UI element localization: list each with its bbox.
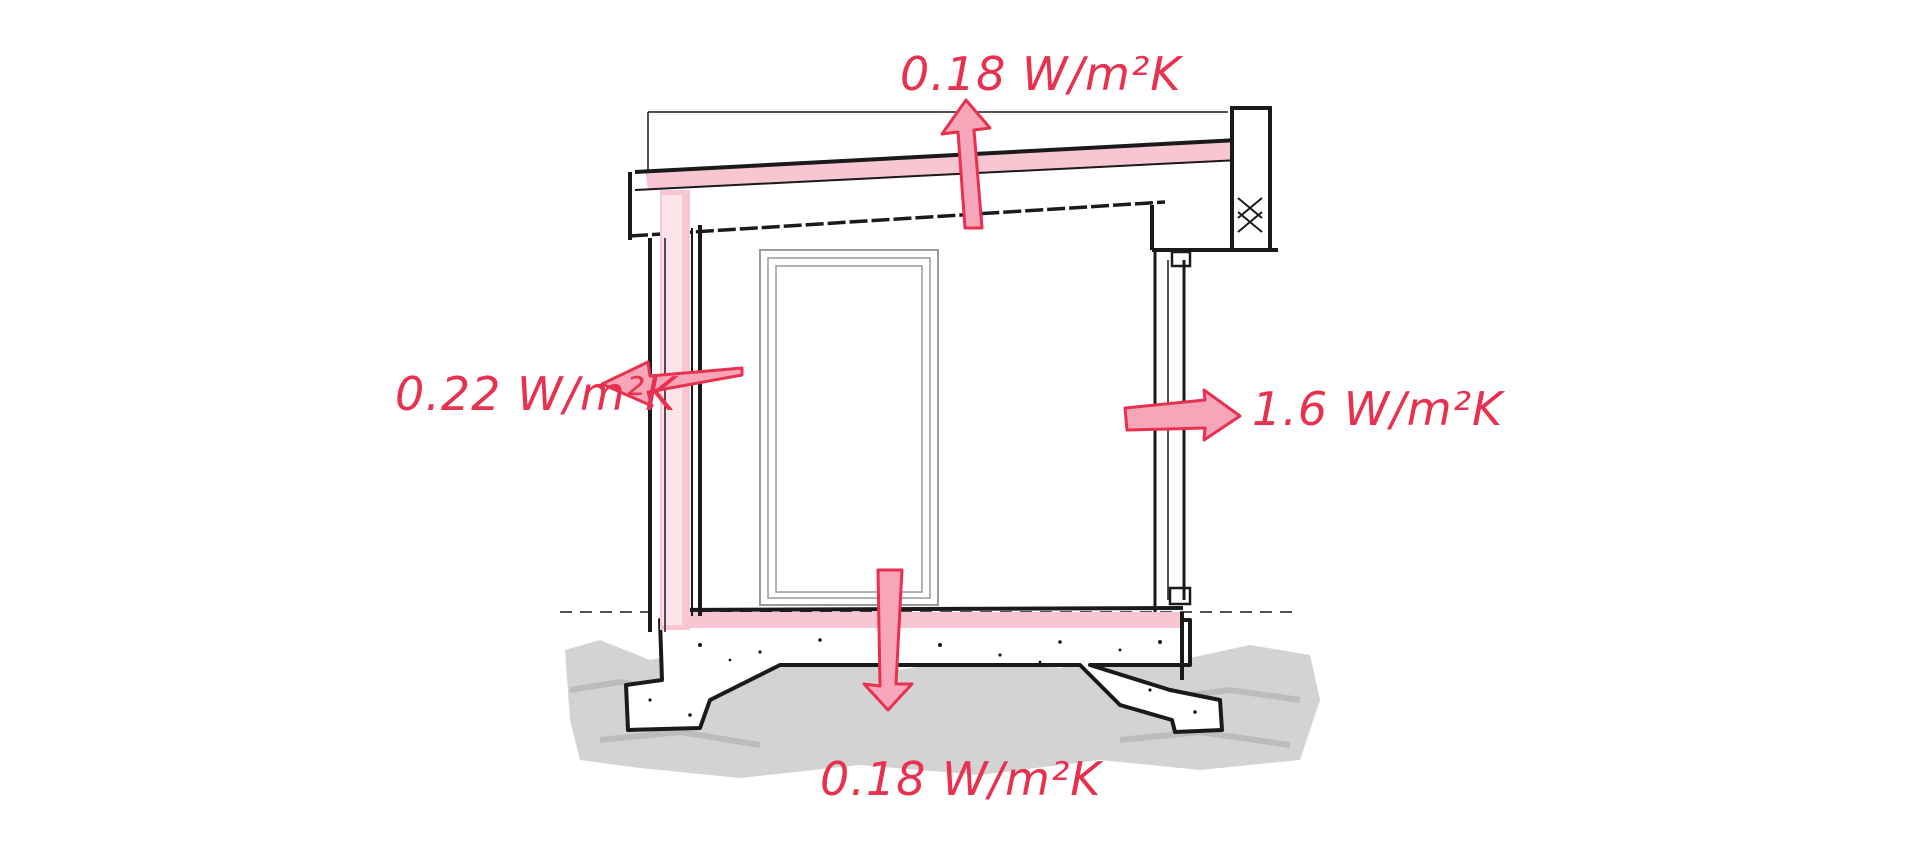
heat-loss-arrows [600, 98, 1242, 712]
floor-u-value-label: 0.18 W/m²K [820, 752, 1104, 806]
wall-arrow [600, 360, 744, 408]
roof-membrane-line [634, 159, 1241, 191]
interior-door [759, 249, 939, 606]
floor-finish-line [667, 606, 1184, 612]
door-leaf [775, 265, 923, 593]
floor-arrow [862, 568, 914, 712]
wall-insulation-core [662, 195, 682, 625]
roof-insulation [645, 140, 1238, 190]
window-sill [1168, 586, 1192, 606]
ceiling-line [629, 200, 1166, 238]
left-wall [648, 190, 702, 632]
roof-fascia-right [1230, 106, 1272, 252]
roof-top-line [634, 138, 1239, 174]
roof-assembly [628, 106, 1278, 252]
window-u-value-label: 1.6 W/m²K [1252, 382, 1506, 436]
floor-insulation [668, 612, 1183, 628]
wall-u-value-label: 0.22 W/m²K [395, 367, 679, 421]
window-head [1170, 250, 1192, 268]
roof-u-value-label: 0.18 W/m²K [900, 47, 1184, 101]
foundation-outline [624, 618, 1224, 734]
door-frame-outer [759, 249, 939, 606]
window-arrow [1123, 388, 1242, 442]
roof-timber-cross [1237, 197, 1263, 233]
roof-arrow [940, 98, 992, 230]
door-frame-mid [767, 257, 931, 599]
